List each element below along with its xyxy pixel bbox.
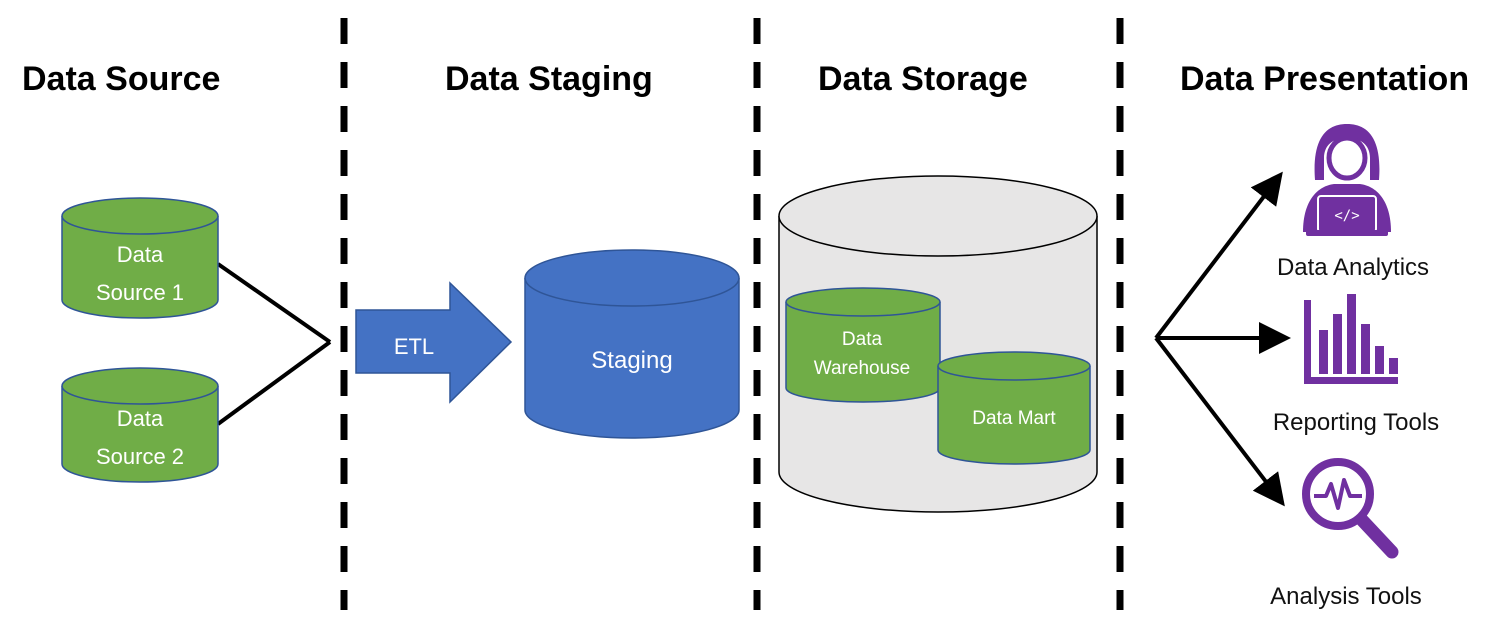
etl-label: ETL: [394, 334, 434, 359]
heading-data-source: Data Source: [22, 60, 220, 98]
data-source-1-label-line2: Source 1: [96, 280, 184, 305]
staging-cylinder: Staging: [524, 249, 740, 439]
data-source-1-cylinder: Data Source 1: [61, 197, 219, 319]
heading-data-presentation: Data Presentation: [1180, 60, 1469, 98]
data-mart-label: Data Mart: [972, 408, 1056, 429]
data-analytics-label: Data Analytics: [1277, 254, 1429, 281]
data-source-1-label-line1: Data: [117, 242, 164, 267]
analysis-tools-label: Analysis Tools: [1270, 583, 1422, 610]
arrow-to-analytics: [1154, 171, 1283, 340]
data-warehouse-label-line1: Data: [842, 329, 883, 350]
arrow-to-analysis: [1154, 336, 1285, 507]
data-warehouse-label-line2: Warehouse: [814, 358, 910, 379]
presentation-arrows: [1154, 171, 1291, 507]
bar-chart-icon: [1304, 294, 1398, 384]
data-source-2-label-line1: Data: [117, 406, 164, 431]
magnifier-pulse-icon: [1302, 458, 1399, 559]
svg-text:</>: </>: [1334, 208, 1359, 224]
heading-data-staging: Data Staging: [445, 60, 653, 98]
data-mart-cylinder: Data Mart: [937, 351, 1091, 465]
etl-arrow: ETL: [355, 281, 513, 404]
data-source-2-label-line2: Source 2: [96, 444, 184, 469]
reporting-tools-label: Reporting Tools: [1273, 409, 1439, 436]
data-source-2-cylinder: Data Source 2: [61, 367, 219, 483]
section-dividers: [340, 18, 1124, 610]
data-warehouse-cylinder: Data Warehouse: [785, 287, 941, 403]
source-connectors: [216, 262, 332, 426]
developer-laptop-icon: </>: [1303, 124, 1391, 236]
staging-label: Staging: [591, 347, 672, 374]
heading-data-storage: Data Storage: [818, 60, 1028, 98]
